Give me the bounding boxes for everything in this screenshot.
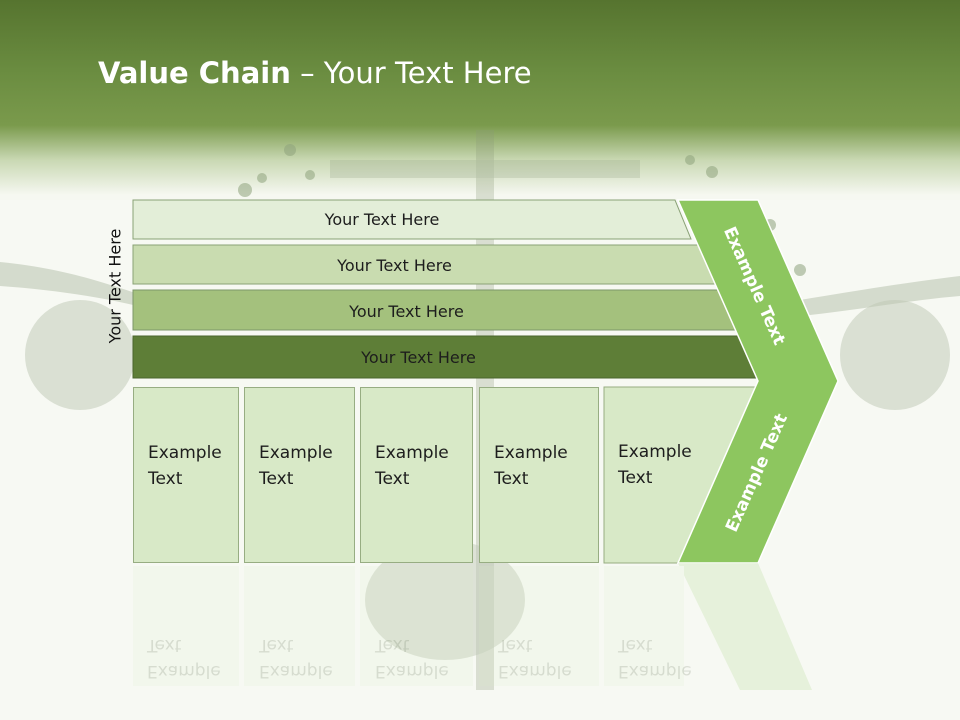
row-1: Your Text Here: [133, 200, 691, 239]
row-4-label: Your Text Here: [361, 347, 476, 367]
column-1-line2: Text: [148, 469, 183, 489]
column-3-line1: Example: [375, 443, 449, 463]
row-1-label: Your Text Here: [324, 210, 440, 229]
column-3-line2: Text: [375, 469, 410, 489]
row-bar-1: [132, 199, 692, 240]
title-rest: – Your Text Here: [290, 56, 532, 90]
row-2-label: Your Text Here: [337, 256, 452, 275]
column-4-line2: Text: [494, 469, 529, 489]
header-band: [0, 0, 960, 200]
row-2: Your Text Here: [133, 245, 716, 286]
column-1-line1: Example: [148, 443, 222, 463]
chevron-arrow: [676, 199, 839, 564]
title-bold: Value Chain: [98, 56, 291, 90]
row-4: Your Text Here: [133, 336, 764, 378]
row-3-label: Your Text Here: [349, 301, 464, 321]
column-5-line1: Example: [618, 442, 692, 462]
column-2-line2: Text: [259, 469, 294, 489]
vertical-label: Your Text Here: [105, 228, 125, 344]
row-3: Your Text Here: [133, 290, 740, 332]
column-5-line2: Text: [618, 468, 653, 488]
slide-title: Value Chain – Your Text Here: [98, 56, 532, 90]
column-4-line1: Example: [494, 443, 568, 463]
column-2-line1: Example: [259, 443, 333, 463]
